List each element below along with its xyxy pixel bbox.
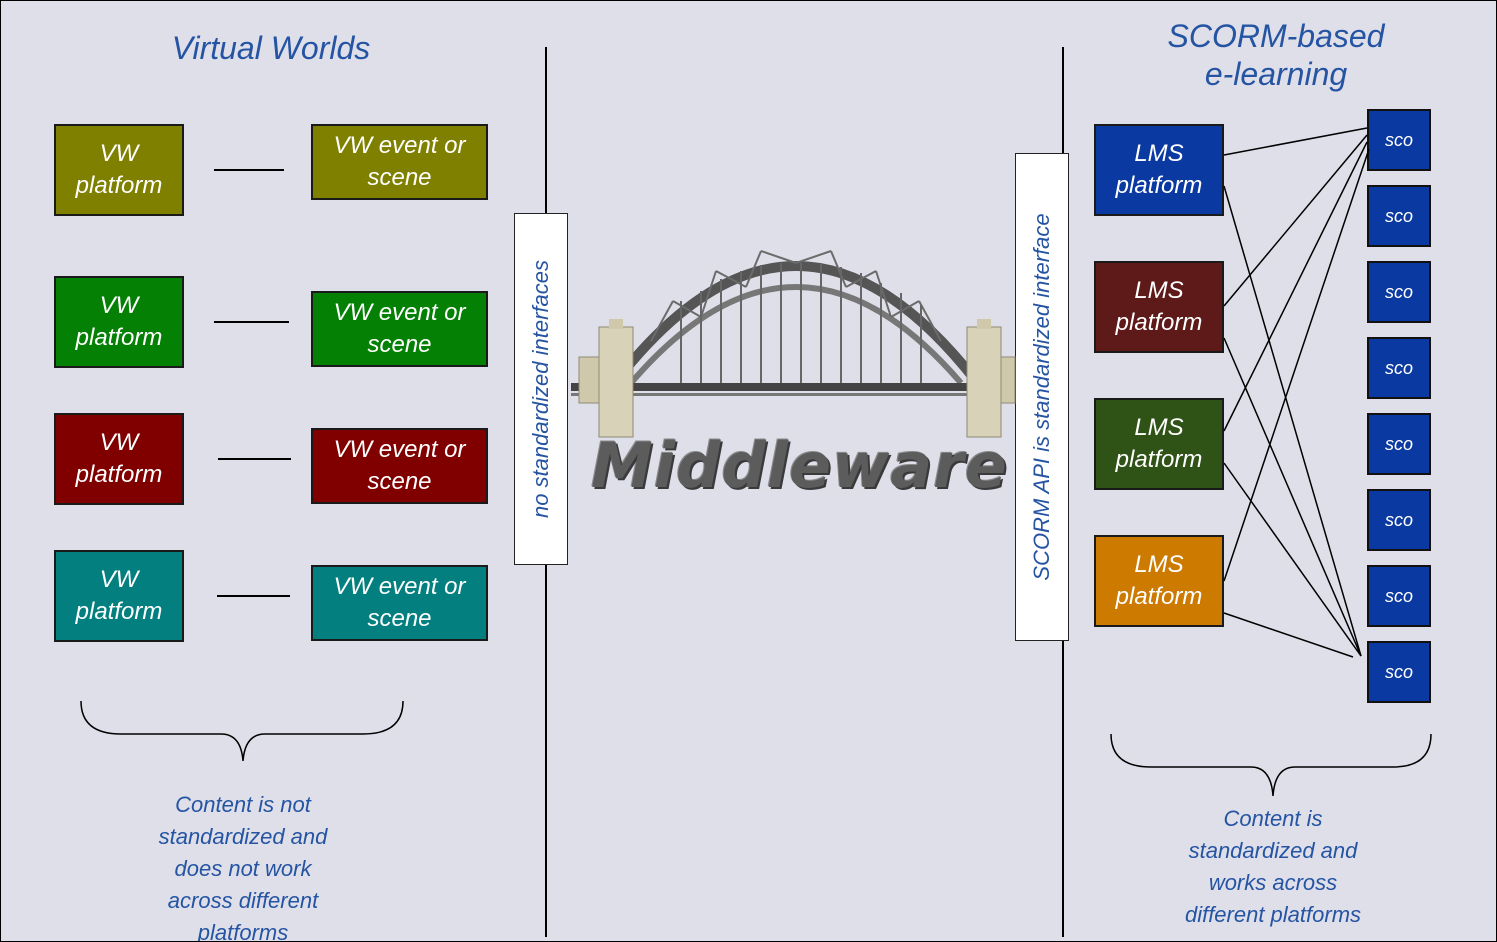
lms-platform-box: LMS platform	[1094, 124, 1224, 216]
sco-box: sco	[1367, 109, 1431, 171]
vw-platform-box: VW platform	[54, 276, 184, 368]
sco-box: sco	[1367, 489, 1431, 551]
vw-event-box: VW event or scene	[311, 565, 488, 641]
vw-platform-box: VW platform	[54, 550, 184, 642]
lms-sco-line	[1223, 127, 1368, 156]
scorm-elearning-title: SCORM-based e-learning	[1167, 18, 1385, 92]
lms-sco-line	[1223, 462, 1362, 657]
vw-event-box: VW event or scene	[311, 428, 488, 504]
lms-sco-line	[1223, 134, 1368, 307]
vw-event-box: VW event or scene	[311, 124, 488, 200]
vw-event-box: VW event or scene	[311, 291, 488, 367]
lms-platform-box: LMS platform	[1094, 261, 1224, 353]
virtual-worlds-title: Virtual Worlds	[171, 30, 371, 66]
sco-box: sco	[1367, 565, 1431, 627]
left-caption: Content is not standardized and does not…	[158, 792, 328, 942]
no-standardized-interfaces-label: no standardized interfaces	[514, 213, 568, 565]
lms-platform-box: LMS platform	[1094, 535, 1224, 627]
bridge-icon	[571, 250, 1016, 438]
vw-platform-box: VW platform	[54, 124, 184, 216]
sco-box: sco	[1367, 413, 1431, 475]
left-brace	[80, 700, 404, 762]
right-brace	[1110, 733, 1432, 797]
lms-platform-box: LMS platform	[1094, 398, 1224, 490]
lms-sco-line	[1223, 612, 1354, 658]
middleware-label: Middleware	[591, 429, 1008, 502]
sco-box: sco	[1367, 641, 1431, 703]
lms-sco-line	[1223, 337, 1362, 657]
sco-box: sco	[1367, 185, 1431, 247]
lms-sco-line	[1223, 185, 1362, 657]
lms-sco-line	[1223, 141, 1368, 432]
sco-box: sco	[1367, 261, 1431, 323]
lms-sco-line	[1223, 148, 1370, 582]
right-caption: Content is standardized and works across…	[1184, 806, 1362, 927]
sco-box: sco	[1367, 337, 1431, 399]
vw-platform-box: VW platform	[54, 413, 184, 505]
